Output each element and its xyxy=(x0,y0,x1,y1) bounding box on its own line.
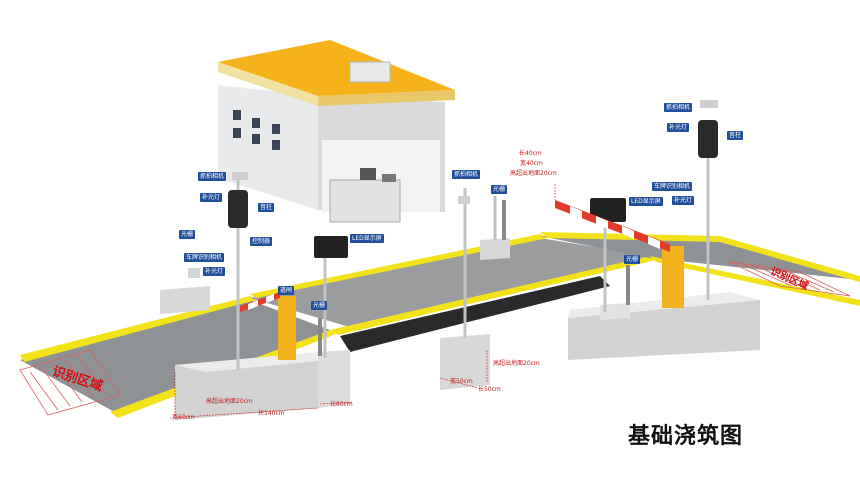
left-road-edge xyxy=(20,296,256,362)
left-plate-camera-label: 车牌识别相机 xyxy=(184,253,225,262)
left-gate-arm xyxy=(240,292,280,312)
rear-pier xyxy=(480,238,510,260)
left-grating-label: 光栅 xyxy=(311,301,328,310)
building-roof-front xyxy=(218,62,318,106)
dimension-lines xyxy=(169,184,556,419)
platform-shadow xyxy=(340,276,610,352)
right-road-edge xyxy=(540,232,860,282)
left-light-barrier-label: 光栅 xyxy=(179,230,196,239)
left-plate-camera-box xyxy=(188,268,200,278)
platform-bottom-edge xyxy=(330,256,656,335)
left-road xyxy=(20,300,330,415)
left-recognition-zone xyxy=(19,349,121,416)
left-led-screen xyxy=(314,236,348,258)
mid-height-dim: 高超出地面20cm xyxy=(493,360,540,367)
mid-base xyxy=(440,334,490,390)
base-length-dim: 长140cm xyxy=(258,410,285,417)
left-camera-label: 抓拍相机 xyxy=(198,172,227,181)
left-small-base xyxy=(318,350,350,408)
right-fill-light-label: 补光灯 xyxy=(667,123,690,132)
rear-grating-post xyxy=(502,200,506,240)
left-speaker-label: 音柱 xyxy=(258,203,275,212)
left-gate-label: 道闸 xyxy=(278,286,295,295)
right-grating-label: 光栅 xyxy=(624,255,641,264)
left-supplement-light-label: 补光灯 xyxy=(203,267,226,276)
left-gate-pier xyxy=(160,286,210,314)
right-gate-housing xyxy=(662,246,684,308)
mid-camera-label: 抓拍相机 xyxy=(452,170,481,179)
roof-ac-unit xyxy=(349,61,391,83)
right-supplement-light-label: 补光灯 xyxy=(672,196,695,205)
desk-printer xyxy=(382,174,396,182)
building-roof-side xyxy=(318,90,455,106)
left-controller-label: 控制器 xyxy=(250,237,273,246)
right-camera-label: 抓拍相机 xyxy=(664,103,693,112)
building-windows xyxy=(233,110,280,150)
mid-length-dim: 长50cm xyxy=(478,386,501,393)
left-capture-camera xyxy=(228,190,248,228)
right-small-pier xyxy=(600,303,630,320)
right-grating-post xyxy=(626,265,630,305)
desk-monitor xyxy=(360,168,376,180)
right-led-screen xyxy=(590,198,626,222)
rear-light-barrier-label: 光栅 xyxy=(491,185,508,194)
diagram-caption: 基础浇筑图 xyxy=(628,424,744,449)
weighbridge-platform xyxy=(250,238,650,330)
left-gate-housing xyxy=(278,296,296,360)
building-roof xyxy=(218,40,455,96)
pier-length-dim: 长40cm xyxy=(519,150,542,157)
left-fill-light-label: 补光灯 xyxy=(200,193,223,202)
mid-width-dim: 宽50cm xyxy=(450,378,473,385)
pier-width-dim: 宽40cm xyxy=(520,160,543,167)
pole-cameras xyxy=(232,100,718,204)
left-led-label: LED显示屏 xyxy=(350,234,384,243)
base-width-dim: 宽60cm xyxy=(172,414,195,421)
base-height-dim: 高超出地面20cm xyxy=(206,398,253,405)
left-grating-post xyxy=(318,318,322,356)
right-road-edge-lower xyxy=(650,256,860,306)
right-speaker-label: 音柱 xyxy=(727,131,744,140)
small-length-dim: 长60cm xyxy=(330,401,353,408)
right-gate-arm xyxy=(555,200,670,252)
right-capture-camera xyxy=(698,120,718,158)
left-base-top xyxy=(175,352,350,372)
control-desk xyxy=(329,179,401,223)
right-recognition-zone xyxy=(729,261,851,297)
right-led-label: LED显示屏 xyxy=(629,197,663,206)
right-plate-camera-label: 车牌识别相机 xyxy=(652,182,693,191)
pier-height-dim: 高超出地面20cm xyxy=(510,170,557,177)
